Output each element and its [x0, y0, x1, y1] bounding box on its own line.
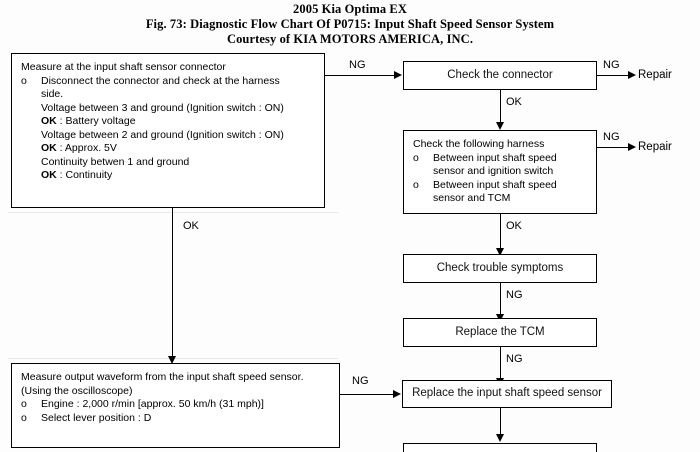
ok-value: : Battery voltage [56, 115, 136, 127]
waveform-bullet-1: Engine : 2,000 r/min [approx. 50 km/h (3… [41, 398, 264, 410]
harness-bullet-row-2: o Between input shaft speed [413, 179, 588, 193]
harness-bullet-2-line-1: Between input shaft speed [433, 178, 557, 191]
ok-value: : Approx. 5V [56, 142, 117, 154]
box1-bullet-text: Disconnect the connector and check at th… [41, 74, 280, 87]
node-measure-at-input-shaft-sensor-connector[interactable]: Measure at the input shaft sensor connec… [11, 53, 325, 208]
edge-label-ng-waveform: NG [352, 375, 369, 387]
edge-line-ng-tcm-to-sensor [500, 347, 501, 378]
header-line-figure-title: Fig. 73: Diagnostic Flow Chart Of P0715:… [145, 17, 555, 31]
box1-voltage-3: Voltage between 3 and ground (Ignition s… [41, 101, 284, 114]
edge-line-sensor-to-bottom-node [500, 408, 501, 434]
edge-line-ng-harness-to-repair [597, 147, 628, 148]
box1-bullet-text-cont: side. [41, 88, 64, 100]
node-label: Replace the TCM [455, 325, 545, 338]
bullet-marker: o [413, 151, 419, 164]
edge-line-ng-box1-to-connector [325, 75, 394, 76]
node-check-the-connector[interactable]: Check the connector [403, 61, 597, 90]
edge-line-ng-waveform-to-sensor [340, 394, 393, 395]
box1-bullet-row: o Disconnect the connector and check at … [21, 75, 316, 89]
ok-label: OK [41, 169, 57, 181]
edge-arrow-ok-box1-to-waveform [167, 356, 176, 364]
edge-arrow-ng-connector-to-repair [628, 70, 636, 79]
figure-header: 2005 Kia Optima EX Fig. 73: Diagnostic F… [0, 2, 700, 47]
bullet-marker: o [21, 411, 27, 424]
harness-title: Check the following harness [413, 138, 545, 150]
edge-label-ok-1: OK [506, 96, 522, 108]
node-replace-the-tcm[interactable]: Replace the TCM [403, 318, 597, 347]
bullet-marker: o [413, 178, 419, 191]
waveform-bullet-row-1: o Engine : 2,000 r/min [approx. 50 km/h … [21, 398, 331, 412]
node-label: Replace the input shaft speed sensor [412, 387, 602, 400]
edge-label-ng-3: NG [603, 131, 620, 143]
box1-ok-approx-5v: OK : Approx. 5V [41, 142, 316, 156]
edge-arrow-ok-connector-to-harness [495, 122, 504, 130]
edge-arrow-ng-waveform-to-sensor [393, 389, 401, 398]
box1-voltage-2: Voltage between 2 and ground (Ignition s… [41, 128, 284, 141]
node-cropped-bottom[interactable] [403, 443, 597, 452]
terminal-repair-1: Repair [638, 69, 672, 81]
ok-value: : Continuity [56, 169, 113, 181]
node-measure-output-waveform[interactable]: Measure output waveform from the input s… [11, 363, 340, 448]
scan-artifact [8, 212, 338, 213]
ok-label: OK [41, 142, 57, 154]
edge-line-ng-symptoms-to-tcm [500, 283, 501, 314]
harness-bullet-2-line-2: sensor and TCM [433, 192, 511, 204]
harness-bullet-1-line-2: sensor and ignition switch [433, 165, 554, 177]
edge-label-ng-2: NG [603, 59, 620, 71]
bullet-marker: o [21, 74, 27, 87]
edge-line-ok-harness-to-symptoms [500, 214, 501, 248]
box1-ok-continuity: OK : Continuity [41, 169, 316, 183]
waveform-line-1: Measure output waveform from the input s… [21, 371, 304, 383]
header-line-model: 2005 Kia Optima EX [293, 2, 407, 16]
box1-continuity: Continuity betwen 1 and ground [41, 155, 190, 168]
node-label: Check the connector [447, 68, 553, 81]
box1-ok-battery-voltage: OK : Battery voltage [41, 115, 316, 129]
node-replace-the-input-shaft-speed-sensor[interactable]: Replace the input shaft speed sensor [402, 380, 612, 408]
edge-line-ok-box1-to-waveform [172, 208, 173, 356]
edge-arrow-ng-harness-to-repair [628, 142, 636, 151]
bullet-marker: o [21, 398, 27, 410]
edge-label-ng-4: NG [506, 289, 523, 301]
harness-bullet-1-line-1: Between input shaft speed [433, 151, 557, 164]
node-label: Check trouble symptoms [436, 261, 564, 274]
waveform-bullet-row-2: o Select lever position : D [21, 412, 331, 426]
harness-bullet-row-1: o Between input shaft speed [413, 152, 588, 166]
terminal-repair-2: Repair [638, 141, 672, 153]
edge-arrow-ok-harness-to-symptoms [495, 248, 504, 256]
edge-label-ng-1: NG [349, 59, 366, 71]
node-check-the-following-harness[interactable]: Check the following harness o Between in… [403, 130, 597, 214]
edge-arrow-sensor-to-bottom-node [495, 434, 504, 442]
box1-title: Measure at the input shaft sensor connec… [21, 61, 226, 73]
edge-label-ng-5: NG [506, 353, 523, 365]
ok-label: OK [41, 115, 57, 127]
edge-arrow-ng-box1-to-connector [394, 70, 402, 79]
header-line-courtesy: Courtesy of KIA MOTORS AMERICA, INC. [226, 32, 474, 46]
edge-label-ok-3: OK [183, 220, 199, 232]
edge-label-ok-2: OK [506, 220, 522, 232]
waveform-line-2: (Using the oscilloscope) [21, 384, 133, 397]
waveform-bullet-2: Select lever position : D [41, 411, 152, 424]
edge-line-ng-connector-to-repair [597, 75, 628, 76]
node-check-trouble-symptoms[interactable]: Check trouble symptoms [403, 254, 597, 283]
edge-line-ok-connector-to-harness [500, 90, 501, 122]
